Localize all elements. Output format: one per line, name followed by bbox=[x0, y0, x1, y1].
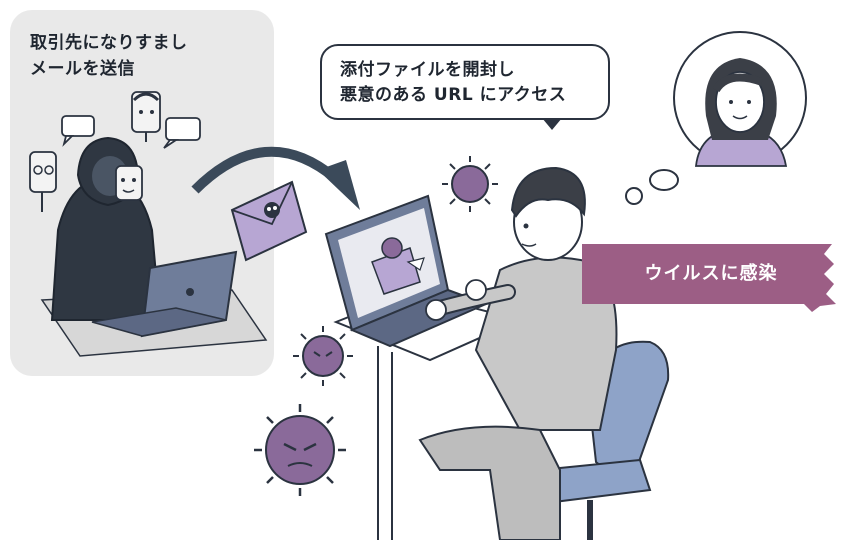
infection-label: ウイルスに感染 bbox=[644, 263, 778, 284]
business-partner-portrait bbox=[694, 58, 788, 167]
virus-icon bbox=[254, 404, 346, 496]
speech-bubble-tail bbox=[542, 118, 562, 130]
arrow-head bbox=[318, 160, 360, 210]
office-worker bbox=[418, 166, 618, 540]
malicious-envelope-icon bbox=[230, 180, 308, 262]
infection-banner-shape bbox=[582, 244, 836, 312]
virus-icon bbox=[293, 326, 353, 386]
virus-icon bbox=[442, 156, 498, 212]
speech-bubble bbox=[320, 44, 610, 120]
mask-on-stick-icon bbox=[29, 151, 57, 212]
disguise-mask-icon bbox=[115, 165, 143, 201]
mask-on-stick-icon bbox=[131, 91, 161, 142]
thought-dot bbox=[625, 187, 643, 205]
cursor-icon bbox=[406, 257, 425, 271]
victim-action-caption: 添付ファイルを開封し 悪意のある URL にアクセス bbox=[340, 60, 567, 105]
attack-flow-arrow bbox=[191, 146, 339, 194]
thought-dot bbox=[649, 169, 679, 191]
chat-bubble-icon bbox=[61, 115, 201, 149]
attacker-caption: 取引先になりすまし メールを送信 bbox=[30, 33, 188, 79]
